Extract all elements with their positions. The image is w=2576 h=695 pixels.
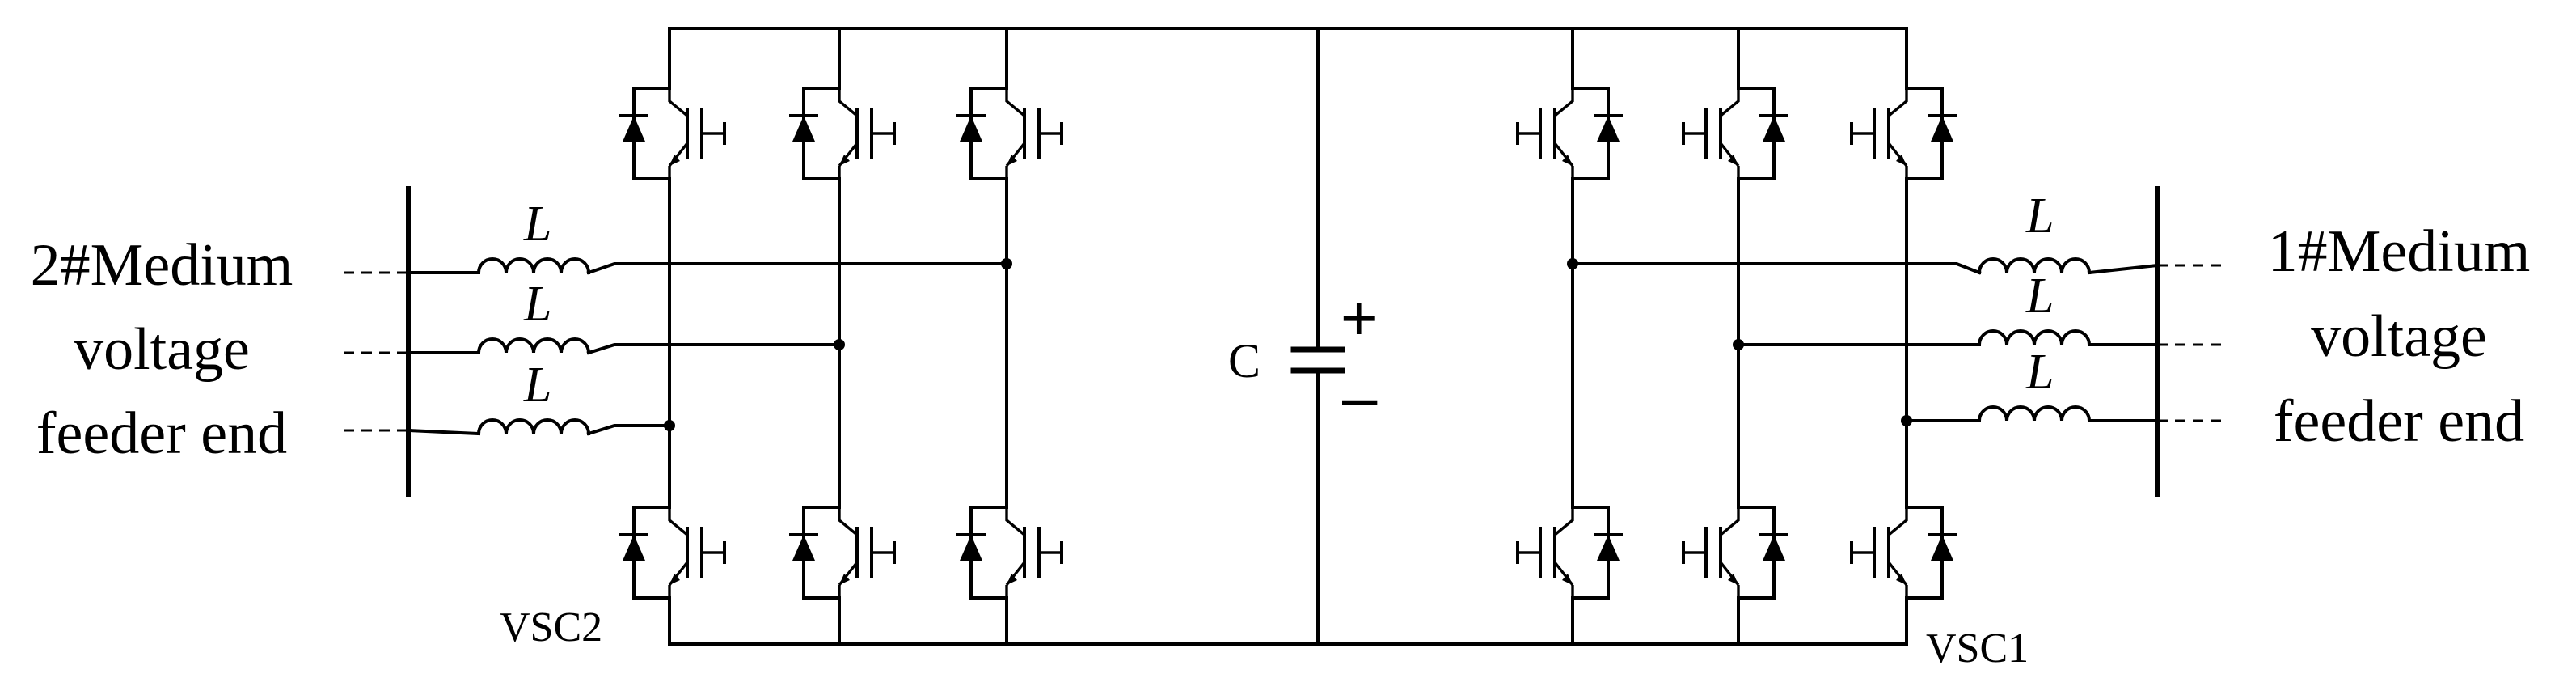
vsc2-lower-switch-b: [789, 490, 896, 615]
vsc1-label: VSC1: [1926, 625, 2029, 672]
vsc2-converter: [619, 27, 1063, 646]
vsc2-upper-switch-a: [619, 71, 726, 196]
vsc2-upper-switch-b: [789, 71, 896, 196]
left-inductor-1: [477, 257, 590, 274]
left-inductor-3: [477, 418, 590, 435]
right-feeder-label-line3: feeder end: [2274, 388, 2524, 455]
left-ac-side: [344, 186, 1008, 497]
vsc1-lower-switch-a: [1518, 492, 1621, 613]
right-inductor-3: [1978, 405, 2091, 422]
vsc1-upper-switch-b: [1683, 73, 1787, 194]
left-feeder-label-line1: 2#Medium: [31, 232, 293, 299]
vsc2-label: VSC2: [500, 604, 602, 651]
left-feeder-label-line3: feeder end: [36, 400, 287, 467]
vsc1-lower-switch-b: [1683, 492, 1787, 613]
vsc1-upper-switch-a: [1518, 73, 1621, 194]
vsc2-lower-switch-c: [956, 490, 1063, 615]
left-inductor-label-3: L: [523, 358, 551, 413]
right-inductor-2: [1978, 329, 2091, 346]
capacitor-label: C: [1228, 334, 1261, 388]
right-inductor-label-1: L: [2025, 189, 2054, 244]
capacitor-plus-sign: +: [1341, 282, 1378, 354]
vsc1-converter: [1518, 27, 1955, 646]
vsc1-upper-switch-c: [1852, 73, 1955, 194]
vsc1-lower-switch-c: [1852, 492, 1955, 613]
left-feeder-label-line2: voltage: [74, 316, 250, 383]
right-feeder-label-line1: 1#Medium: [2268, 218, 2531, 285]
vsc2-lower-switch-a: [619, 490, 726, 615]
right-inductor-label-2: L: [2025, 269, 2054, 324]
right-ac-side: [1571, 186, 2222, 497]
left-inductor-label-2: L: [523, 277, 551, 332]
vsc2-upper-switch-c: [956, 71, 1063, 196]
left-inductor-2: [477, 337, 590, 354]
capacitor-minus-sign: –: [1342, 362, 1378, 433]
dc-link-capacitor: [1290, 27, 1345, 646]
right-feeder-label-line2: voltage: [2311, 303, 2487, 370]
left-inductor-label-1: L: [523, 197, 551, 252]
right-inductor-label-3: L: [2025, 345, 2054, 400]
